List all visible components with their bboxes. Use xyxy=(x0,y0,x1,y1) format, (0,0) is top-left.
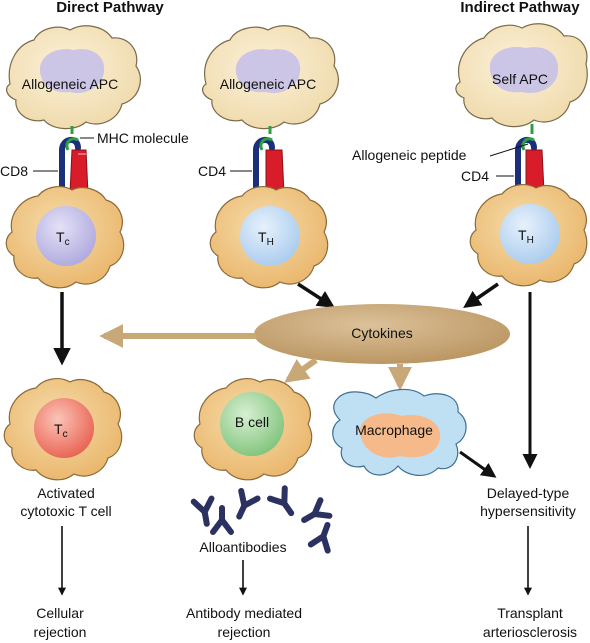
tc-nucleus xyxy=(36,206,96,266)
activated-tc-cell: Tc xyxy=(3,378,123,481)
macrophage: Macrophage xyxy=(332,388,467,476)
th-cell-right: TH xyxy=(469,184,588,287)
th-label-right: TH xyxy=(518,227,534,246)
transplant-line1: Transplant xyxy=(497,605,563,621)
mhc-tcr-complex-right xyxy=(515,124,545,199)
dth-line1: Delayed-type xyxy=(487,485,570,501)
antibody-icon xyxy=(210,505,234,535)
peptide-leader-line xyxy=(489,143,529,157)
cellular-rejection-line2: rejection xyxy=(34,624,87,640)
apc-label-right: Self APC xyxy=(492,71,548,87)
apc-label-left: Allogeneic APC xyxy=(22,76,119,92)
cd4-middle-label: CD4 xyxy=(198,163,226,179)
cytokines-cloud: Cytokines xyxy=(254,304,510,364)
arrow-macrophage-to-dth xyxy=(459,450,497,478)
tc-label: Tc xyxy=(56,229,70,248)
apc-label-middle: Allogeneic APC xyxy=(220,76,317,92)
b-cell: B cell xyxy=(193,378,313,481)
activated-line1: Activated xyxy=(37,485,95,501)
macrophage-label: Macrophage xyxy=(355,422,433,438)
apc-nucleus xyxy=(235,49,301,94)
antibody-rejection-line2: rejection xyxy=(218,624,271,640)
tc-cell: Tc xyxy=(5,186,125,289)
cd4-right-label: CD4 xyxy=(461,168,489,184)
arrow-th-middle-to-cytokines xyxy=(297,282,335,308)
th-label-middle: TH xyxy=(258,229,274,248)
transplant-line2: arteriosclerosis xyxy=(483,624,577,640)
th-cell-middle: TH xyxy=(209,186,329,289)
dth-line2: hypersensitivity xyxy=(480,503,576,519)
apc-nucleus xyxy=(489,46,559,94)
antibody-rejection-line1: Antibody mediated xyxy=(186,605,302,621)
bcell-nucleus xyxy=(220,392,284,456)
antibody-icon xyxy=(236,487,261,520)
cytokines-label: Cytokines xyxy=(351,325,412,341)
arrow-th-right-to-cytokines xyxy=(463,282,499,308)
indirect-pathway-heading: Indirect Pathway xyxy=(460,0,580,16)
macrophage-nucleus xyxy=(360,413,441,458)
alloantibodies-cluster xyxy=(190,485,333,554)
antibody-icon xyxy=(267,485,295,517)
cellular-rejection-line1: Cellular xyxy=(36,605,84,621)
allogeneic-apc-left: Allogeneic APC xyxy=(6,25,141,130)
th-nucleus xyxy=(240,206,300,266)
activated-line2: cytotoxic T cell xyxy=(20,503,111,519)
bcell-label: B cell xyxy=(235,414,269,430)
activated-tc-nucleus xyxy=(34,398,94,458)
allogeneic-apc-middle: Allogeneic APC xyxy=(202,25,339,130)
alloantibodies-label: Alloantibodies xyxy=(199,539,286,555)
antibody-icon xyxy=(307,521,331,554)
self-apc-right: Self APC xyxy=(455,23,588,128)
antibody-icon xyxy=(301,497,333,523)
arrow-cytokines-to-bcell xyxy=(284,357,318,383)
activated-tc-label: Tc xyxy=(54,421,68,440)
allogeneic-peptide-label: Allogeneic peptide xyxy=(352,147,467,163)
cd8-label: CD8 xyxy=(0,163,28,179)
direct-pathway-heading: Direct Pathway xyxy=(56,0,164,16)
antibody-icon xyxy=(190,495,215,527)
mhc-tcr-complex-middle xyxy=(253,126,285,203)
apc-nucleus xyxy=(39,49,105,94)
th-nucleus xyxy=(500,204,560,264)
mhc-molecule-label: MHC molecule xyxy=(97,130,189,146)
